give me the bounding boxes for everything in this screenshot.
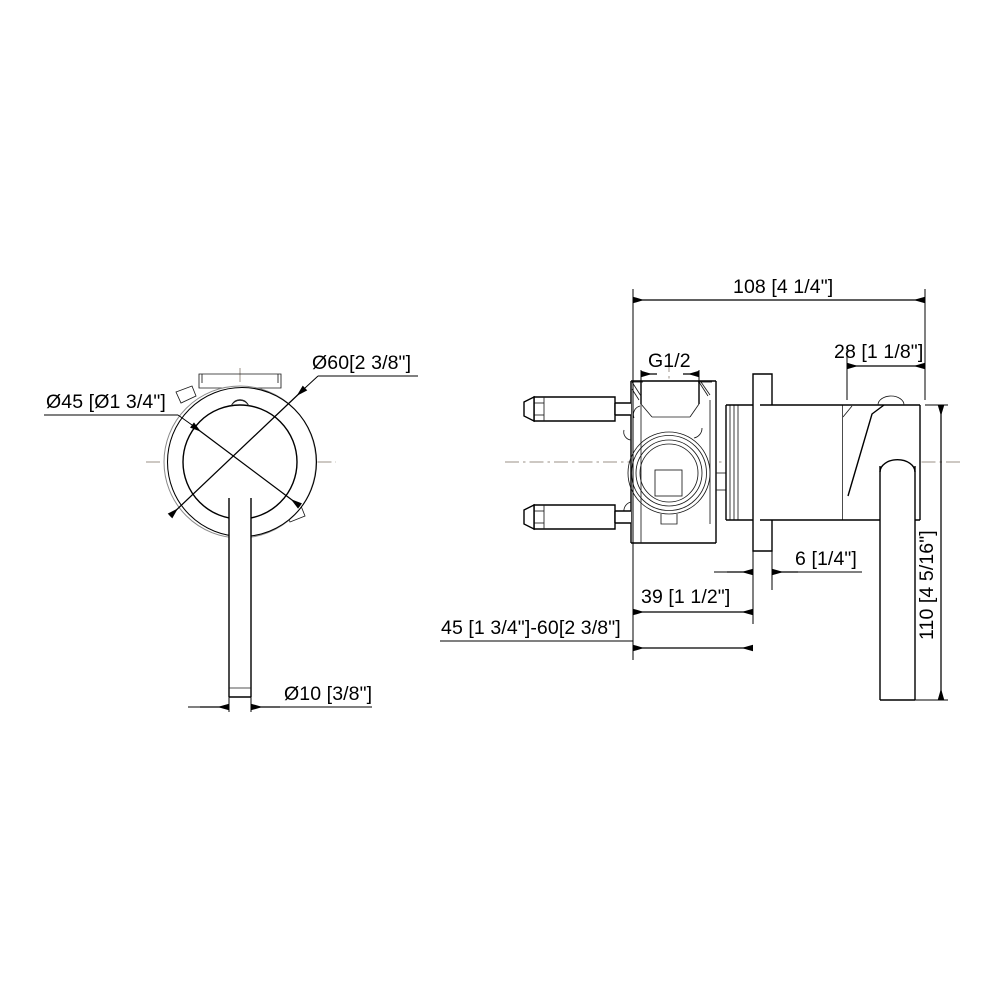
dimension-body-depth: 39 [1 1/2"]: [633, 551, 754, 624]
dimension-lever-height: 110 [4 5/16"]: [915, 404, 948, 701]
dimension-overall-length: 108 [4 1/4"]: [632, 276, 926, 660]
dimension-escutcheon-inner: Ø45 [Ø1 3/4"]: [44, 391, 302, 509]
mounting-lug-upper-left: [175, 385, 197, 404]
lever-arm-side: [879, 458, 916, 701]
cap-body: [760, 404, 844, 521]
dimension-label-handle-depth: 28 [1 1/8"]: [834, 341, 923, 363]
dimension-label-plate-thickness: 6 [1/4"]: [795, 548, 857, 570]
dimension-plate-thickness: 6 [1/4"]: [714, 548, 862, 590]
dimension-label-escutcheon-inner: Ø45 [Ø1 3/4"]: [46, 391, 166, 413]
dimension-label-lever-height: 110 [4 5/16"]: [916, 530, 938, 640]
dimension-wall-range: 45 [1 3/4"]-60[2 3/8"]: [440, 617, 753, 652]
dimension-inlet-thread: G1/2: [640, 350, 700, 386]
inlet-plug-lower: [523, 503, 631, 531]
dimension-label-inlet-thread: G1/2: [648, 350, 691, 372]
side-view-group: 108 [4 1/4"] G1/2 28 [1 1/8"]: [440, 276, 960, 701]
dimension-lever-diameter: Ø10 [3/8"]: [188, 683, 372, 712]
lever-handle-front: [228, 498, 252, 698]
inlet-plug-upper: [523, 395, 631, 423]
dimension-label-body-depth: 39 [1 1/2"]: [641, 586, 730, 608]
dimension-label-lever-diameter: Ø10 [3/8"]: [284, 683, 372, 705]
dimension-label-overall-length: 108 [4 1/4"]: [733, 276, 833, 298]
dimension-label-wall-range: 45 [1 3/4"]-60[2 3/8"]: [441, 617, 621, 639]
dimension-handle-depth: 28 [1 1/8"]: [834, 341, 925, 400]
front-view-group: Ø60[2 3/8"] Ø45 [Ø1 3/4"] Ø10 [3/8"]: [44, 352, 418, 712]
cartridge-sleeve: [725, 404, 760, 521]
dimension-label-escutcheon-outer: Ø60[2 3/8"]: [312, 352, 411, 374]
valve-body: [623, 380, 731, 544]
